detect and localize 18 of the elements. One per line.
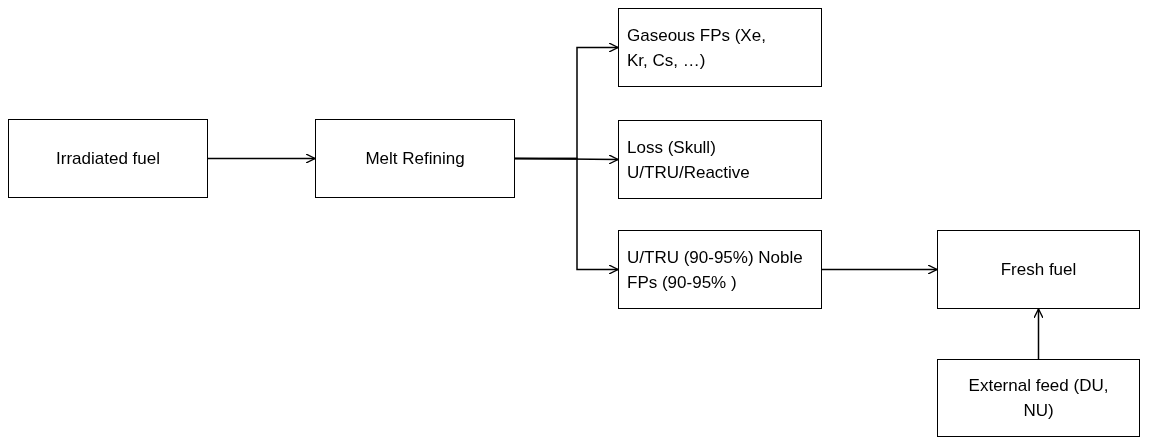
arrow	[514, 157, 619, 275]
box-label: Melt Refining	[365, 148, 465, 170]
box-label: External feed (DU, NU)	[968, 375, 1109, 422]
process-box	[618, 8, 822, 87]
process-box	[937, 359, 1140, 437]
process-box	[618, 120, 822, 199]
process-box	[315, 119, 515, 198]
box-label: U/TRU (90-95%) Noble FPs (90-95% )	[627, 246, 804, 294]
box-label: Irradiated fuel	[56, 148, 160, 170]
box-label: Gaseous FPs (Xe, Kr, Cs, …)	[627, 24, 767, 72]
box-label: Loss (Skull) U/TRU/Reactive	[627, 136, 751, 184]
process-box	[937, 230, 1140, 309]
arrow	[821, 264, 938, 275]
arrow	[207, 153, 316, 164]
arrow	[1033, 308, 1044, 360]
process-box	[8, 119, 208, 198]
box-label: Fresh fuel	[1000, 259, 1077, 281]
process-box	[618, 230, 822, 309]
